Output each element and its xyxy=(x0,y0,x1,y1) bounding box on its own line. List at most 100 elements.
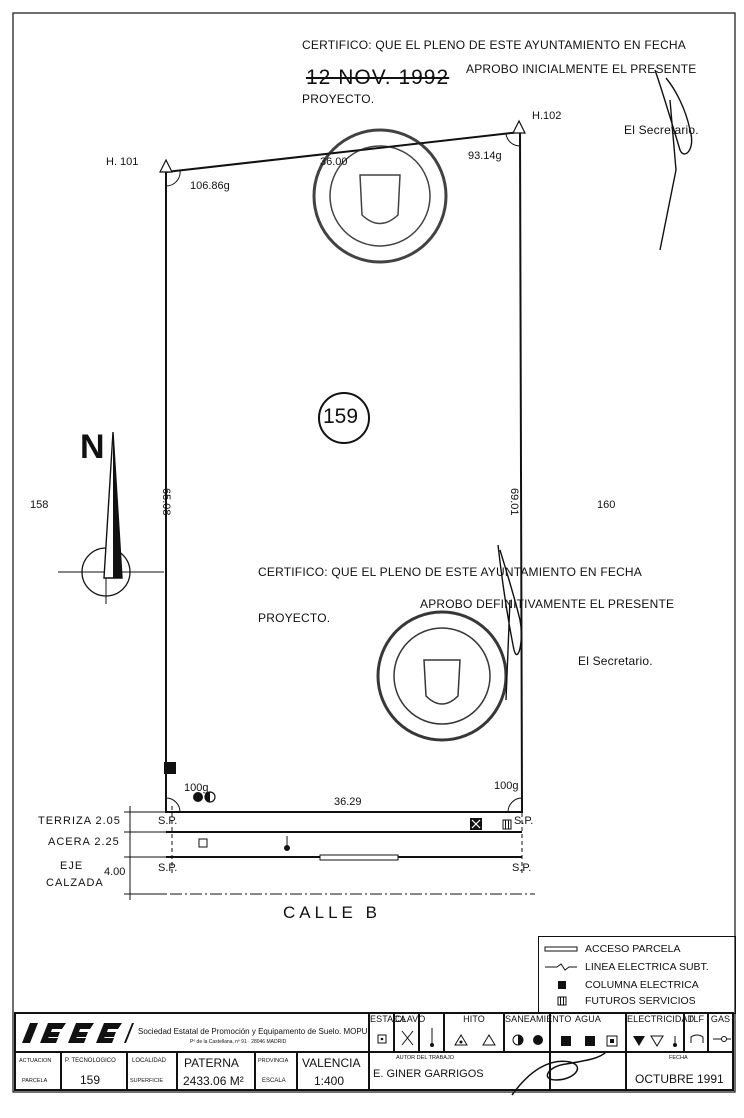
legend-row: ACCESO PARCELA xyxy=(543,943,681,955)
superficie-label: SUPERFICIE xyxy=(130,1078,164,1084)
autor-label: AUTOR DEL TRABAJO xyxy=(396,1055,454,1061)
sewer-icon xyxy=(193,792,203,802)
actuacion-label: ACTUACION xyxy=(19,1058,52,1064)
localidad-value: PATERNA xyxy=(184,1056,239,1070)
header-electricidad-label: ELECTRICIDAD xyxy=(627,1014,695,1024)
signature-title-block xyxy=(511,1051,607,1096)
cert-middle-line2: APROBO DEFINITIVAMENTE EL PRESENTE xyxy=(420,597,675,611)
angle-102-label: 93.14g xyxy=(468,150,502,162)
meter-box-mark xyxy=(471,819,481,829)
header-agua-label: AGUA xyxy=(575,1014,601,1024)
legend-item-future: FUTUROS SERVICIOS xyxy=(585,995,696,1007)
section-eje: EJE xyxy=(60,860,84,872)
access-box-icon xyxy=(198,838,208,848)
side-top-label: 36.00 xyxy=(320,156,348,168)
title-block: Sociedad Estatal de Promoción y Equipame… xyxy=(14,1012,734,1091)
escala-label: ESCALA xyxy=(262,1078,286,1084)
municipal-stamp-top xyxy=(312,128,448,264)
vertex-h101-label: H. 101 xyxy=(106,156,139,168)
parcel-number-circle xyxy=(318,392,370,444)
estaca-icon xyxy=(377,1034,387,1044)
electric-line-icon xyxy=(545,963,577,971)
cert-middle-line1: CERTIFICO: QUE EL PLENO DE ESTE AYUNTAMI… xyxy=(258,565,643,579)
section-eje-value: 4.00 xyxy=(104,866,126,878)
gas-icon xyxy=(713,1036,731,1042)
electricidad-icons xyxy=(633,1035,677,1047)
provincia-label: PROVINCIA xyxy=(258,1058,289,1064)
angle-br-label: 100g xyxy=(494,780,519,792)
header-electricidad: ELECTRICIDAD xyxy=(626,1013,695,1052)
tecnologico-label: P. TECNOLOGICO xyxy=(65,1058,116,1064)
angle-bl-label: 100g xyxy=(184,782,209,794)
side-bottom-label: 36.29 xyxy=(334,796,362,808)
sp-bottom-right: S.P. xyxy=(512,862,532,874)
neighbor-left: 158 xyxy=(30,499,49,511)
sp-top-right: S.P. xyxy=(514,815,534,827)
sheet-frame xyxy=(12,12,736,1093)
localidad-label-cell: LOCALIDAD SUPERFICIE xyxy=(127,1052,177,1090)
escala-value: 1:400 xyxy=(314,1074,345,1088)
header-saneamiento-label: SANEAMIENTO xyxy=(505,1014,572,1024)
electric-column-icon xyxy=(164,762,176,774)
parcela-label: PARCELA xyxy=(22,1078,48,1084)
provincia-label-cell: PROVINCIA ESCALA xyxy=(255,1052,297,1090)
cert-top-line2: APROBO INICIALMENTE EL PRESENTE xyxy=(466,62,697,76)
legend-box: ACCESO PARCELA LINEA ELECTRICA SUBT. COL… xyxy=(538,936,736,1014)
actuacion-label-cell: ACTUACION PARCELA xyxy=(15,1052,61,1090)
agua-icons xyxy=(561,1035,618,1047)
header-blank xyxy=(419,1013,444,1052)
provincia-value: VALENCIA xyxy=(302,1056,361,1070)
section-calzada: CALZADA xyxy=(46,877,104,889)
superficie-value: 2433.06 M² xyxy=(183,1074,244,1088)
legend-row: FUTUROS SERVICIOS xyxy=(543,995,696,1007)
fecha-cell: FECHA OCTUBRE 1991 xyxy=(626,1052,733,1090)
street-name: CALLE B xyxy=(283,903,381,922)
future-services-legend-icon xyxy=(557,996,567,1006)
fecha-value: OCTUBRE 1991 xyxy=(635,1072,724,1086)
header-saneamiento: SANEAMIENTO xyxy=(504,1013,572,1052)
electric-column-legend-icon xyxy=(558,981,566,989)
hito-icons xyxy=(454,1034,496,1046)
signature-middle xyxy=(497,544,523,701)
north-label: N xyxy=(80,428,105,466)
clavo-icon xyxy=(401,1030,414,1046)
header-hito: HITO xyxy=(444,1013,504,1052)
header-clavo-label: CLAVO xyxy=(395,1014,426,1024)
legend-row: COLUMNA ELECTRICA xyxy=(543,979,699,991)
tecnologico-cell: P. TECNOLOGICO 159 xyxy=(61,1052,127,1090)
side-right-label: 69.01 xyxy=(508,488,520,516)
angle-arc-101 xyxy=(165,169,181,187)
tlf-icon xyxy=(690,1034,704,1043)
header-gas-label: GAS xyxy=(710,1014,731,1024)
header-clavo: CLAVO xyxy=(394,1013,426,1052)
sp-top-left: S.P. xyxy=(158,815,178,827)
angle-arc-bl xyxy=(165,797,181,813)
cert-top-date: 12 NOV. 1992 xyxy=(306,66,450,89)
vertex-h102-label: H.102 xyxy=(532,110,562,122)
angle-arc-br xyxy=(507,797,523,813)
water-half-fill xyxy=(205,792,210,802)
localidad-label: LOCALIDAD xyxy=(132,1058,167,1064)
vertex-h101-marker xyxy=(159,158,173,173)
header-agua: AGUA xyxy=(550,1013,626,1052)
stake-head xyxy=(284,845,290,851)
legend-item-access: ACCESO PARCELA xyxy=(585,943,681,955)
neighbor-right: 160 xyxy=(597,499,616,511)
angle-arc-102 xyxy=(505,133,521,147)
company-name: Sociedad Estatal de Promoción y Equipame… xyxy=(138,1027,368,1036)
sepes-logo xyxy=(22,1023,134,1043)
header-hito-label: HITO xyxy=(463,1014,485,1024)
signature-top xyxy=(654,69,693,251)
north-arrow xyxy=(58,431,164,604)
company-address: Pº de la Castellana, nº 91 · 28046 MADRI… xyxy=(190,1039,287,1045)
side-left-label: 65.08 xyxy=(160,488,172,516)
section-acera: ACERA 2.25 xyxy=(48,836,120,848)
parcela-value: 159 xyxy=(80,1073,101,1087)
vertex-h102-marker xyxy=(512,119,526,134)
cert-top-secretary: El Secretario. xyxy=(624,123,699,137)
autor-value: E. GINER GARRIGOS xyxy=(373,1068,484,1080)
saneamiento-icons xyxy=(512,1034,543,1046)
municipal-stamp-middle xyxy=(376,610,508,742)
legend-item-electric-line: LINEA ELECTRICA SUBT. xyxy=(585,961,709,973)
header-tlf: TLF xyxy=(684,1013,708,1052)
